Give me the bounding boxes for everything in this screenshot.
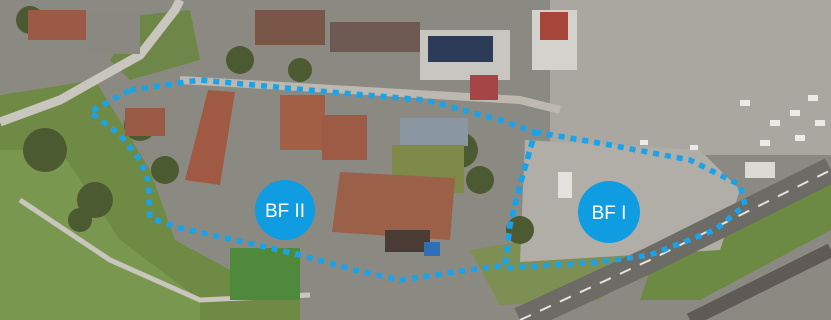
parking-lot-north [550, 0, 831, 155]
marker-bf-ii[interactable]: BF II [255, 180, 315, 240]
rail-tracks [686, 243, 831, 320]
marker-bf-ii-circle [255, 180, 315, 240]
highway-marking [519, 169, 831, 320]
marker-bf-i-circle [578, 181, 640, 243]
boundary-bf-ii [84, 77, 539, 283]
road-northwest [0, 0, 185, 127]
marker-bf-ii-label: BF II [265, 201, 305, 222]
road-north [179, 76, 561, 114]
buildings [28, 10, 775, 300]
marker-bf-i-label: BF I [592, 203, 627, 224]
marker-bf-i[interactable]: BF I [578, 181, 640, 243]
parked-cars [640, 95, 825, 150]
grass-southeast [640, 180, 831, 300]
